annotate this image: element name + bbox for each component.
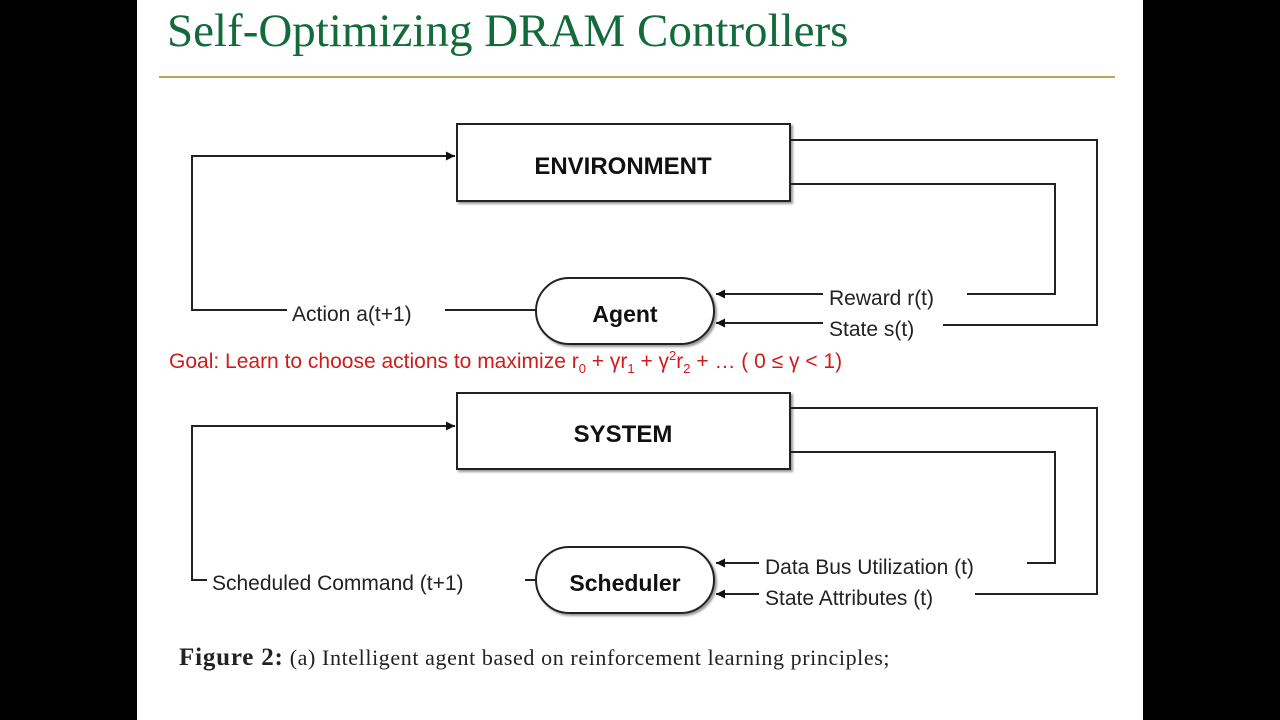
system-box	[456, 392, 791, 470]
figure-caption: Figure 2: (a) Intelligent agent based on…	[179, 642, 1109, 674]
agent-label: Agent	[592, 301, 658, 327]
environment-box	[456, 123, 791, 202]
reward-loop-line	[790, 183, 1056, 295]
command-label: Scheduled Command (t+1)	[212, 572, 464, 595]
environment-label: ENVIRONMENT	[534, 153, 712, 180]
goal-part2: + γ	[634, 350, 670, 373]
goal-part1: + γr	[585, 350, 628, 373]
goal-prefix: Goal: Learn to choose actions to maximiz…	[169, 350, 579, 373]
state-loop-line	[790, 139, 1098, 326]
goal-suffix: + … ( 0 ≤ γ < 1)	[690, 350, 843, 373]
action-label: Action a(t+1)	[292, 303, 412, 326]
goal-sub2: 2	[683, 361, 691, 377]
title-rule	[159, 76, 1115, 78]
attributes-loop-line	[790, 407, 1098, 595]
state-label: State s(t)	[829, 318, 914, 341]
reward-label: Reward r(t)	[829, 287, 934, 310]
rl-diagram: ENVIRONMENT Agent Action a(t+1) Reward r…	[191, 123, 1098, 614]
slide: Self-Optimizing DRAM Controllers ENVIRON…	[137, 0, 1143, 720]
attributes-label: State Attributes (t)	[765, 587, 933, 610]
top-diagram: ENVIRONMENT Agent Action a(t+1) Reward r…	[191, 123, 1098, 345]
goal-sup2: 2	[669, 348, 677, 363]
goal-sub0: 0	[578, 361, 586, 377]
goal-statement: Goal: Learn to choose actions to maximiz…	[169, 348, 842, 376]
utilization-loop-line	[790, 451, 1056, 564]
caption-text: (a) Intelligent agent based on reinforce…	[283, 645, 891, 670]
scheduler-label: Scheduler	[569, 570, 680, 596]
system-label: SYSTEM	[574, 421, 673, 448]
bottom-diagram: SYSTEM Scheduler Scheduled Command (t+1)…	[191, 392, 1098, 614]
figure-label: Figure 2:	[179, 644, 284, 671]
utilization-label: Data Bus Utilization (t)	[765, 556, 974, 579]
slide-title: Self-Optimizing DRAM Controllers	[167, 5, 849, 57]
goal-sub1: 1	[627, 361, 635, 377]
goal-part3: r	[676, 350, 684, 373]
command-loop-arrow	[191, 421, 455, 581]
action-loop-arrow	[191, 151, 455, 311]
